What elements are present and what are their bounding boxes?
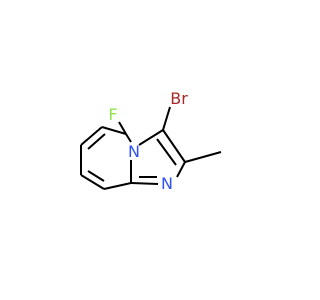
- bond-c3-c2-outer: [162, 129, 186, 163]
- bromine-label: Br: [170, 89, 188, 108]
- molecule-structure: F Br N N: [80, 89, 222, 193]
- bond-c3-br: [162, 106, 171, 131]
- bond-c2-n1: [176, 161, 186, 178]
- bond-c5-c6: [101, 126, 127, 135]
- structure-canvas: F Br N N: [80, 89, 222, 193]
- bond-c3-c2-inner: [156, 138, 177, 166]
- bond-c8-c9-outer: [80, 174, 105, 190]
- bridgehead-nitrogen-label: N: [128, 142, 140, 161]
- bond-n4-c5: [125, 133, 132, 143]
- bond-c6-c7-outer: [80, 126, 103, 146]
- bond-n1-c8a-outer: [130, 182, 159, 185]
- bond-c8-c9-inner: [87, 170, 105, 182]
- bond-c6-c7-inner: [87, 133, 106, 150]
- bond-c2-methyl: [184, 151, 222, 163]
- fluorine-label: F: [108, 105, 117, 124]
- bond-n4-c3: [138, 129, 164, 146]
- imidazole-nitrogen-label: N: [161, 174, 173, 193]
- bond-c5-f: [118, 121, 127, 135]
- bond-c9-c8a: [103, 182, 132, 190]
